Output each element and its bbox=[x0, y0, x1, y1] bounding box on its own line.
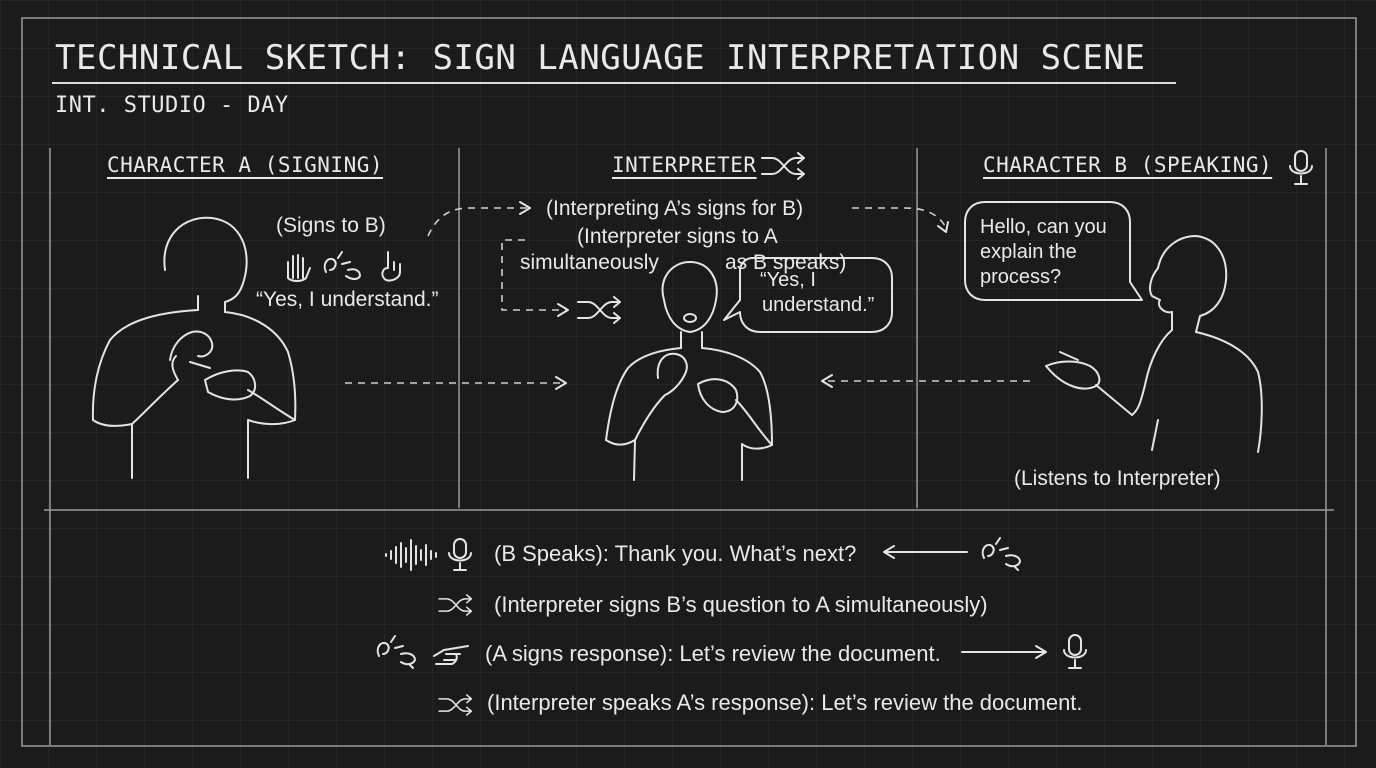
title-underline bbox=[52, 82, 1176, 84]
character-a-figure bbox=[91, 216, 297, 479]
shuffle-icon bbox=[577, 296, 621, 324]
interpreter-figure bbox=[605, 261, 773, 481]
dialog-arrow-right bbox=[961, 645, 1047, 659]
interpreter-bubble-line2: understand.” bbox=[762, 294, 875, 316]
page-title: TECHNICAL SKETCH: SIGN LANGUAGE INTERPRE… bbox=[55, 38, 1146, 78]
character-b-figure bbox=[1045, 235, 1263, 453]
dialogue-line-3: (A signs response): Let’s review the doc… bbox=[485, 641, 941, 666]
dialogue-line-1: (B Speaks): Thank you. What’s next? bbox=[494, 541, 857, 566]
character-b-bubble-line3: process? bbox=[980, 266, 1062, 288]
sound-wave-icon bbox=[385, 539, 437, 571]
interpreter-note-2-line1: (Interpreter signs to A bbox=[577, 225, 778, 248]
dialogue-line-2: (Interpreter signs B’s question to A sim… bbox=[494, 592, 988, 617]
microphone-icon bbox=[1289, 150, 1313, 185]
signing-hands-icon bbox=[981, 537, 1021, 571]
microphone-icon bbox=[448, 538, 472, 571]
dialog-arrow-left bbox=[883, 545, 968, 559]
interpreter-note-1: (Interpreting A’s signs for B) bbox=[546, 197, 804, 220]
dialogue-line-4: (Interpreter speaks A’s response): Let’s… bbox=[487, 690, 1083, 715]
signing-hands-icon bbox=[287, 251, 401, 282]
character-a-quote: “Yes, I understand.” bbox=[256, 288, 439, 311]
interpreter-note-2-line2b: as B speaks) bbox=[725, 251, 847, 274]
scene-heading: INT. STUDIO - DAY bbox=[55, 93, 289, 118]
arrow-a-to-interpreter-top bbox=[427, 207, 530, 237]
shuffle-icon bbox=[438, 594, 473, 616]
microphone-icon bbox=[1063, 634, 1087, 669]
pointing-hand-icon bbox=[433, 645, 469, 665]
signing-hands-icon bbox=[376, 635, 416, 669]
panel-title-interpreter: INTERPRETER bbox=[612, 153, 757, 177]
outer-border bbox=[21, 17, 1357, 747]
character-a-action: (Signs to B) bbox=[276, 214, 386, 237]
panel-title-character-a: CHARACTER A (SIGNING) bbox=[107, 153, 384, 177]
character-b-listen-note: (Listens to Interpreter) bbox=[1014, 467, 1221, 490]
shuffle-icon bbox=[761, 152, 805, 180]
character-b-bubble-line2: explain the bbox=[980, 241, 1077, 263]
panel-title-character-b: CHARACTER B (SPEAKING) bbox=[983, 153, 1273, 177]
interpreter-bubble-line1: “Yes, I bbox=[760, 269, 816, 291]
interpreter-note-2-line2a: simultaneously bbox=[520, 251, 659, 274]
shuffle-icon bbox=[438, 694, 473, 716]
character-b-bubble-line1: Hello, can you bbox=[980, 216, 1107, 238]
